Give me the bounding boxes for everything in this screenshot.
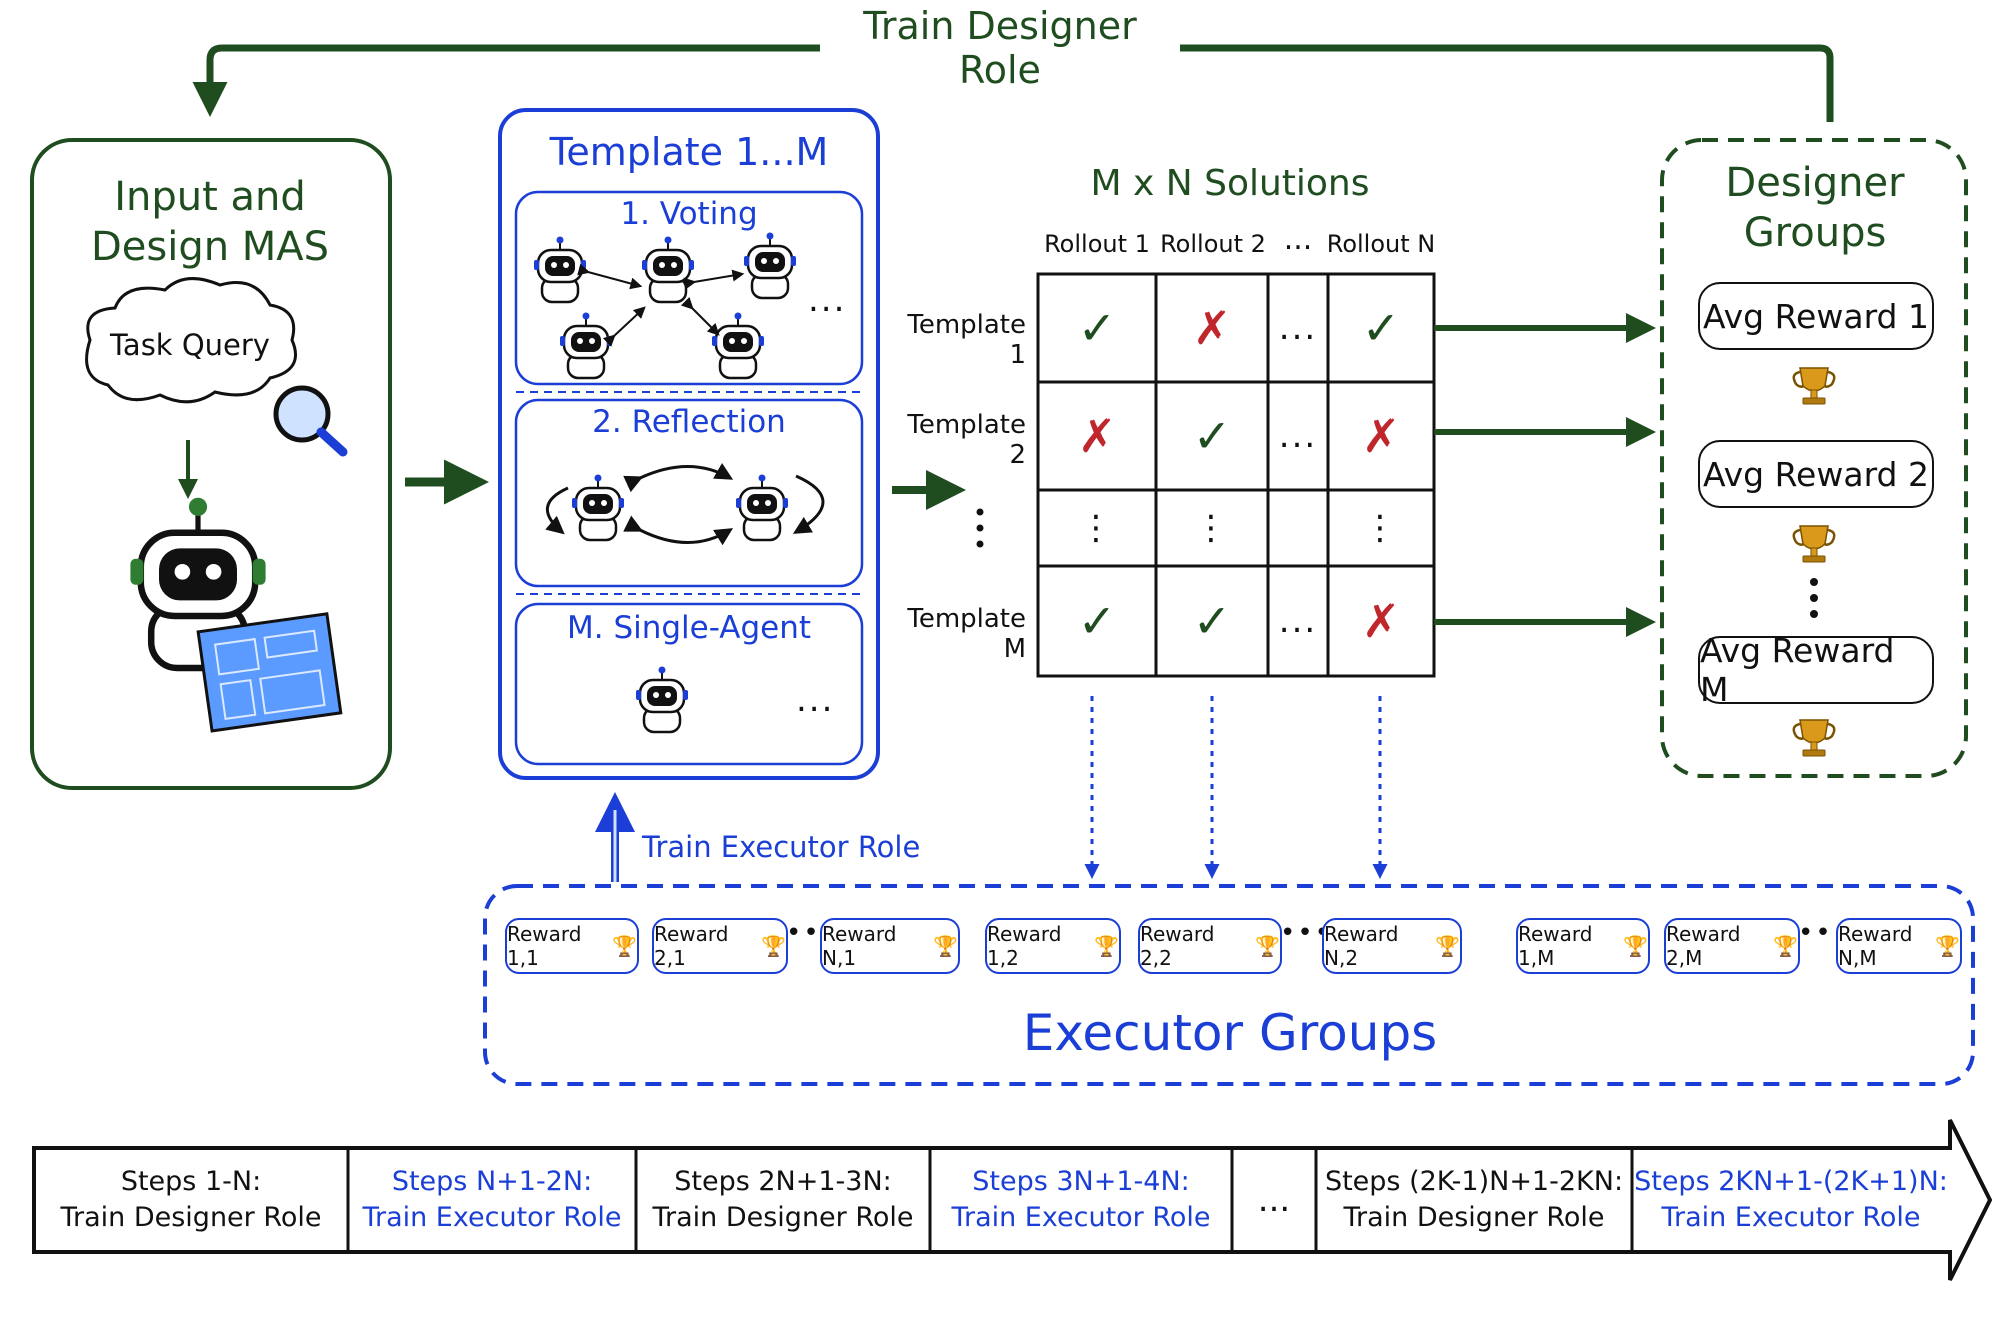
grid-cell <box>1268 490 1328 566</box>
grid-cell: ⋮ <box>1194 508 1230 548</box>
top-loop-label: Train Designer Role <box>830 4 1170 92</box>
reward-pill-label: Reward 1,2 <box>987 922 1062 970</box>
trophy-icon: 🏆 <box>761 934 786 958</box>
schedule-step-range: Steps 1-N: <box>120 1166 262 1197</box>
row-template-2: Template 2 <box>907 410 1026 470</box>
column-rollout-2: Rollout 2 <box>1160 230 1266 258</box>
column-rollout-1: Rollout 1 <box>1044 230 1150 258</box>
grid-cell: ⋮ <box>1363 508 1399 548</box>
template-single-agent-label: M. Single-Agent <box>566 610 812 646</box>
voting-more: ... <box>808 280 847 320</box>
trophy-icon: 🏆 <box>1435 934 1460 958</box>
schedule-step-range: Steps (2K-1)N+1-2KN: <box>1324 1166 1624 1197</box>
row-template-m: Template M <box>907 604 1026 664</box>
reward-pill: Reward N,M 🏆 <box>1836 918 1962 974</box>
reward-ellipsis: ••• <box>1280 918 1333 948</box>
reward-pill-label: Reward N,M <box>1838 922 1913 970</box>
grid-cell: ✓ <box>1192 594 1232 648</box>
reward-pill-label: Reward N,2 <box>1324 922 1399 970</box>
grid-cell: ✗ <box>1361 594 1401 648</box>
schedule-step-role: Train Executor Role <box>1661 1202 1921 1233</box>
row-template-1: Template 1 <box>907 310 1026 370</box>
schedule-step-role: Train Executor Role <box>362 1202 622 1233</box>
grid-cell: ... <box>1278 416 1318 456</box>
reward-pill-label: Reward 1,M <box>1518 922 1593 970</box>
trophy-icon: 🏆 <box>1623 934 1648 958</box>
reward-pill: Reward 2,1 🏆 <box>652 918 788 974</box>
input-panel-title: Input and Design MAS <box>60 170 360 274</box>
reward-pill: Reward 1,M 🏆 <box>1516 918 1650 974</box>
schedule-step-range: Steps 3N+1-4N: <box>972 1166 1190 1197</box>
grid-cell: ✗ <box>1361 409 1401 463</box>
schedule-step-range: Steps 2N+1-3N: <box>674 1166 892 1197</box>
grid-cell: ... <box>1278 308 1318 348</box>
reward-pill-label: Reward 2,M <box>1666 922 1741 970</box>
avg-reward-1: Avg Reward 1 <box>1698 282 1934 350</box>
schedule-step: Steps 2N+1-3N: Train Designer Role <box>636 1148 930 1252</box>
trophy-icon: 🏆 <box>933 934 958 958</box>
reward-pill-label: Reward 2,2 <box>1140 922 1215 970</box>
schedule-step: Steps 2KN+1-(2K+1)N: Train Executor Role <box>1632 1148 1950 1252</box>
template-voting-label: 1. Voting <box>620 196 758 232</box>
trophy-icon: 🏆 <box>1094 934 1119 958</box>
solutions-title: M x N Solutions <box>1090 162 1370 204</box>
trophy-icon: 🏆 <box>1935 934 1960 958</box>
schedule-step-role: Train Executor Role <box>951 1202 1211 1233</box>
schedule-step-role: Train Designer Role <box>60 1202 322 1233</box>
executor-groups-title: Executor Groups <box>1022 1004 1438 1062</box>
trophy-icon: 🏆 <box>612 934 637 958</box>
templates-title: Template 1...M <box>549 130 829 174</box>
template-reflection-label: 2. Reflection <box>592 404 786 440</box>
schedule-step: Steps 1-N: Train Designer Role <box>34 1148 348 1252</box>
column-rollout-n: Rollout N <box>1326 230 1436 258</box>
schedule-step: Steps (2K-1)N+1-2KN: Train Designer Role <box>1316 1148 1632 1252</box>
input-title-line1: Input and <box>114 174 306 220</box>
grid-cell: ⋮ <box>1079 508 1115 548</box>
schedule-step-range: ... <box>1257 1180 1291 1220</box>
schedule-step: Steps 3N+1-4N: Train Executor Role <box>930 1148 1232 1252</box>
schedule-step-role: Train Designer Role <box>1343 1202 1605 1233</box>
reward-pill-label: Reward 1,1 <box>507 922 582 970</box>
task-query-label: Task Query <box>110 328 270 362</box>
designer-groups-title: Designer Groups <box>1680 156 1950 260</box>
reward-pill: Reward 1,2 🏆 <box>985 918 1121 974</box>
grid-cell: ✗ <box>1192 301 1232 355</box>
reward-pill: Reward N,1 🏆 <box>820 918 960 974</box>
single-agent-more: ... <box>796 680 835 720</box>
reward-pill: Reward 2,M 🏆 <box>1664 918 1800 974</box>
input-title-line2: Design MAS <box>90 224 330 270</box>
schedule-step: ... <box>1232 1148 1316 1252</box>
reward-pill: Reward 1,1 🏆 <box>505 918 639 974</box>
schedule-step-range: Steps 2KN+1-(2K+1)N: <box>1634 1166 1948 1197</box>
avg-reward-2: Avg Reward 2 <box>1698 440 1934 508</box>
grid-cell: ✓ <box>1192 409 1232 463</box>
grid-cell: ✓ <box>1077 594 1117 648</box>
trophy-icon: 🏆 <box>1255 934 1280 958</box>
reward-pill: Reward 2,2 🏆 <box>1138 918 1282 974</box>
avg-reward-m: Avg Reward M <box>1698 631 1934 709</box>
designer-title-line1: Designer <box>1725 160 1905 206</box>
schedule-step: Steps N+1-2N: Train Executor Role <box>348 1148 636 1252</box>
schedule-step-role: Train Designer Role <box>652 1202 914 1233</box>
column-ellipsis: ... <box>1283 222 1313 257</box>
trophy-icon: 🏆 <box>1773 934 1798 958</box>
train-executor-label: Train Executor Role <box>642 830 921 864</box>
grid-cell: ✓ <box>1361 301 1401 355</box>
designer-title-line2: Groups <box>1743 210 1887 256</box>
grid-cell: ✓ <box>1077 301 1117 355</box>
reward-pill-label: Reward 2,1 <box>654 922 729 970</box>
reward-pill: Reward N,2 🏆 <box>1322 918 1462 974</box>
schedule-step-range: Steps N+1-2N: <box>391 1166 593 1197</box>
grid-cell: ✗ <box>1077 409 1117 463</box>
grid-cell: ... <box>1278 601 1318 641</box>
reward-pill-label: Reward N,1 <box>822 922 897 970</box>
